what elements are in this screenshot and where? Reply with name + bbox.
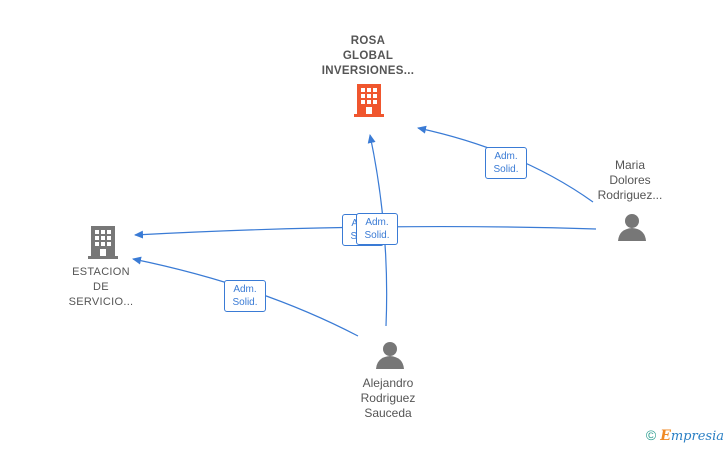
person-icon[interactable] bbox=[376, 342, 404, 369]
brand-initial: E bbox=[660, 428, 671, 444]
badge-line: Adm. bbox=[233, 284, 257, 295]
label-line: INVERSIONES... bbox=[321, 65, 415, 77]
person-label-alejandro[interactable]: Alejandro Rodriguez Sauceda bbox=[336, 376, 440, 421]
label-line: Sauceda bbox=[364, 406, 412, 420]
badge-line: Adm. bbox=[365, 217, 389, 228]
person-label-maria[interactable]: Maria Dolores Rodriguez... bbox=[580, 158, 680, 203]
badge-line: Solid. bbox=[232, 297, 258, 308]
label-line: GLOBAL bbox=[342, 50, 394, 62]
edge-label-maria-rosa[interactable]: Adm. Solid. bbox=[485, 147, 527, 179]
badge-line: Solid. bbox=[364, 230, 390, 241]
label-line: SERVICIO... bbox=[68, 296, 134, 308]
label-line: DE bbox=[93, 281, 109, 293]
badge-line: Adm. bbox=[494, 151, 518, 162]
badge-line: Solid. bbox=[493, 164, 519, 175]
label-line: ROSA bbox=[350, 35, 386, 47]
person-icon[interactable] bbox=[618, 214, 646, 241]
brand-name: mpresia bbox=[670, 429, 724, 444]
label-line: ESTACION bbox=[72, 266, 130, 278]
label-line: Alejandro bbox=[362, 376, 414, 390]
edge-label-alejandro-estacion[interactable]: Adm. Solid. bbox=[224, 280, 266, 312]
label-line: Dolores bbox=[609, 173, 651, 187]
label-line: Maria bbox=[614, 158, 645, 172]
edge-label-alejandro-rosa[interactable]: Adm. Solid. bbox=[356, 213, 398, 245]
building-icon[interactable] bbox=[88, 226, 118, 259]
copyright-symbol: © bbox=[645, 427, 657, 443]
building-icon[interactable] bbox=[354, 84, 384, 117]
label-line: Rodriguez bbox=[360, 391, 416, 405]
company-label-rosa[interactable]: ROSA GLOBAL INVERSIONES... bbox=[300, 34, 436, 79]
label-line: Rodriguez... bbox=[597, 188, 663, 202]
footer-brand[interactable]: ©Empresia bbox=[646, 427, 724, 444]
company-label-estacion[interactable]: ESTACION DE SERVICIO... bbox=[48, 265, 154, 310]
